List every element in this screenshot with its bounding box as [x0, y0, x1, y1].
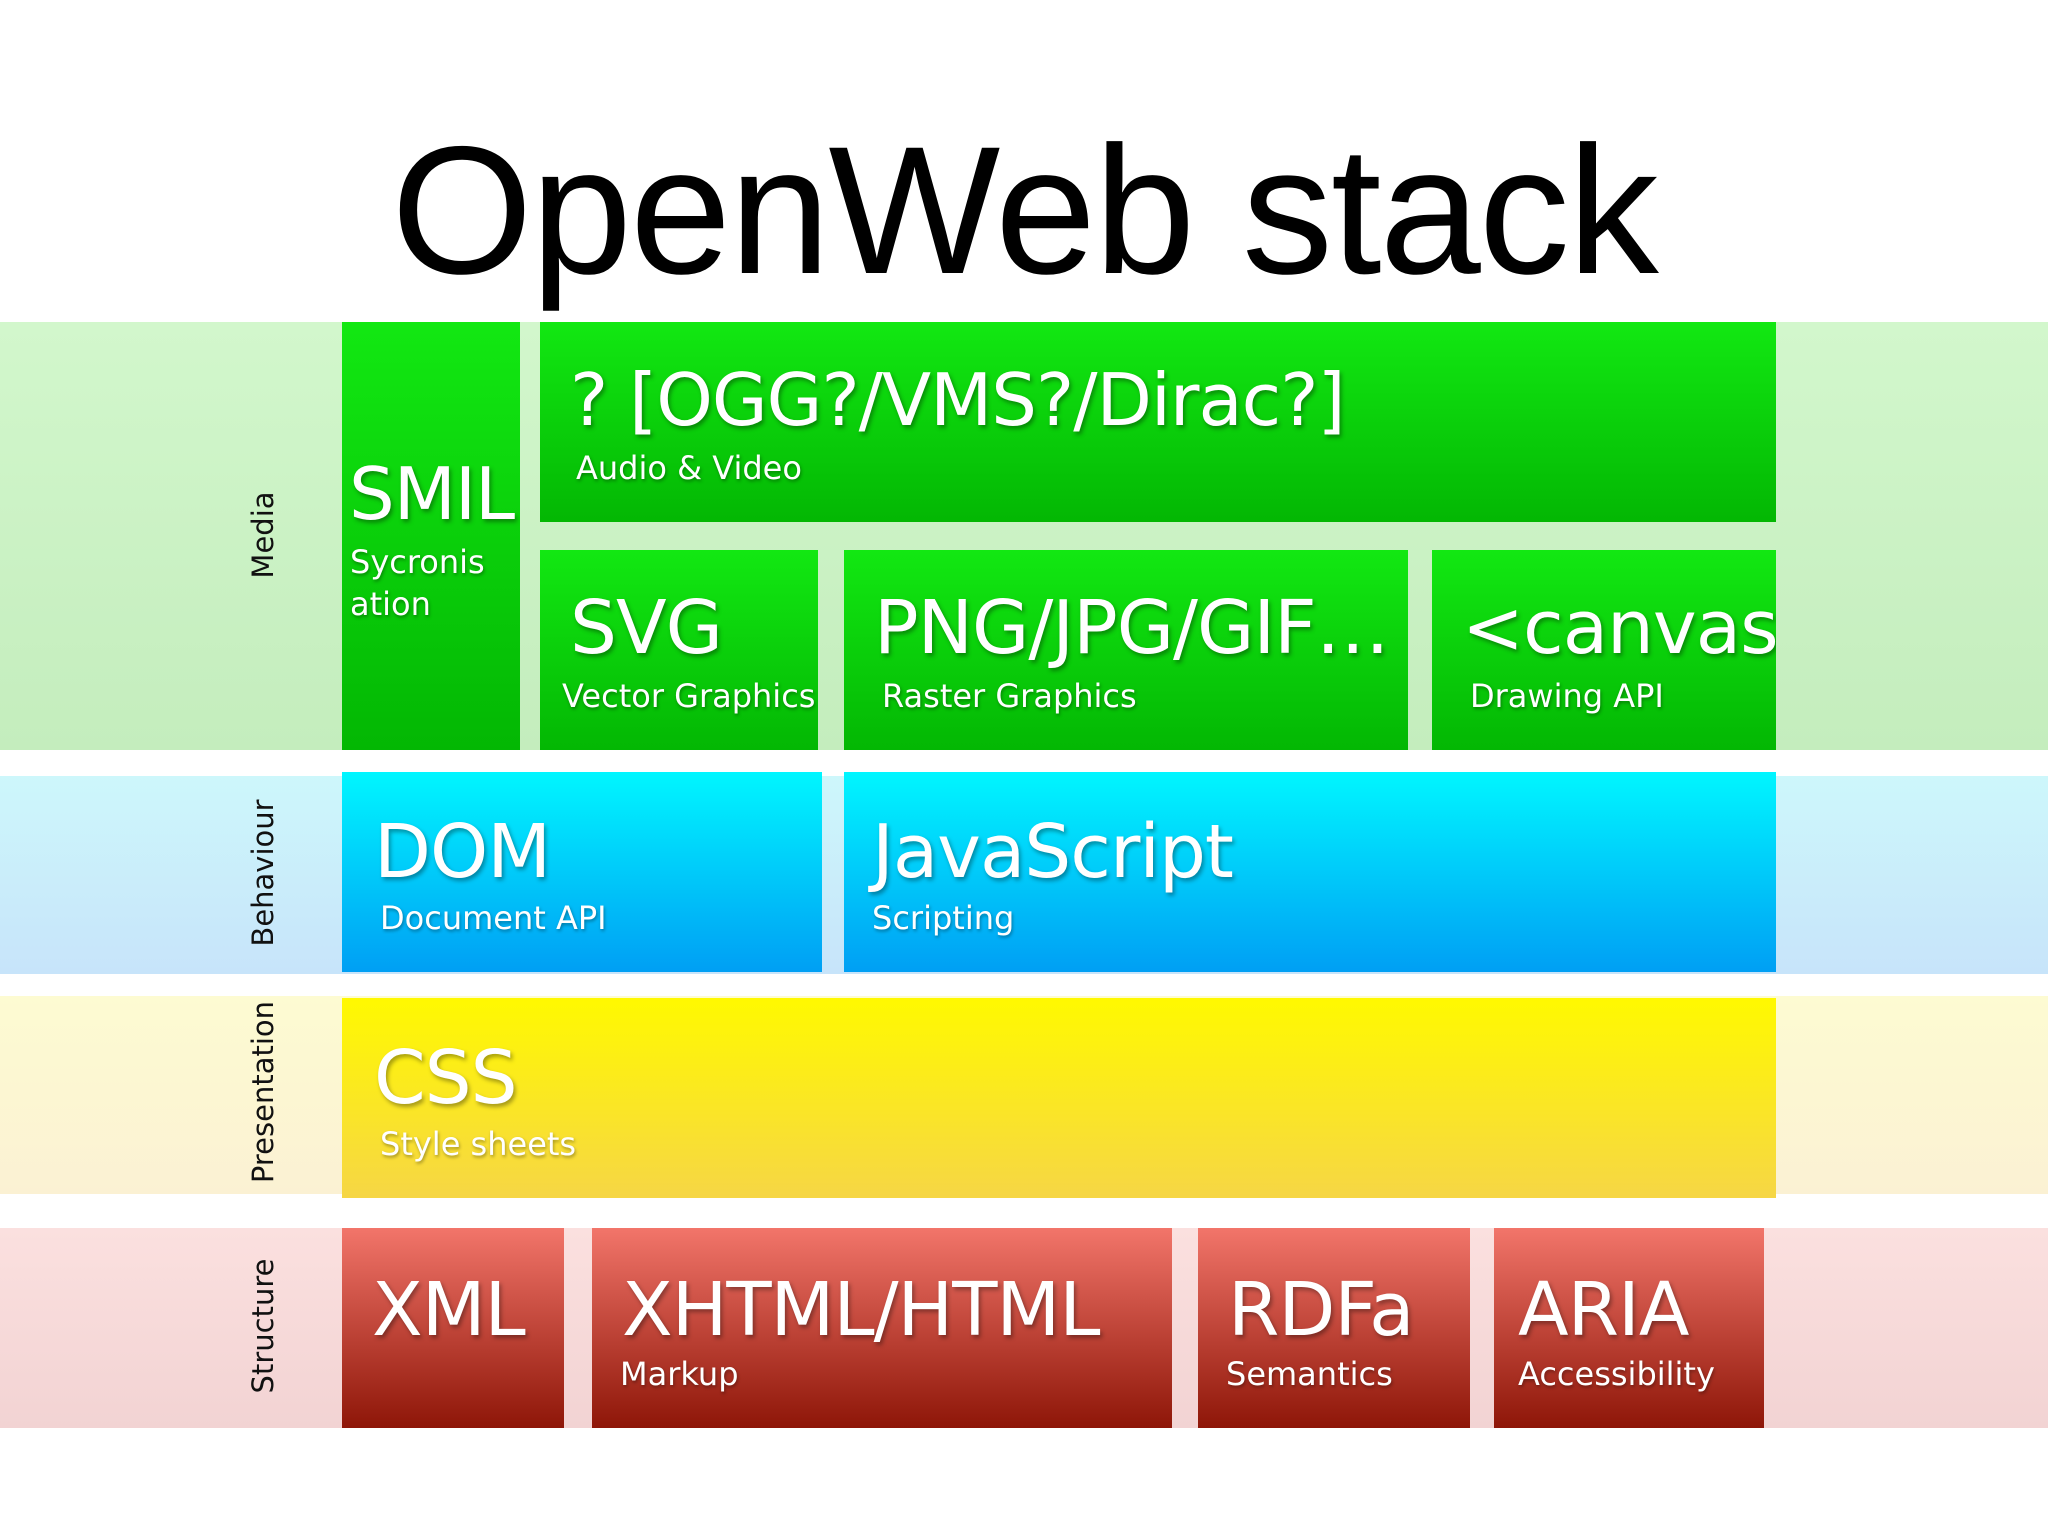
rdfa-box: RDFa Semantics: [1198, 1228, 1470, 1428]
svg-name: SVG: [570, 585, 723, 671]
svg-desc: Vector Graphics: [562, 677, 816, 715]
aria-name: ARIA: [1518, 1267, 1689, 1353]
smil-desc-line1: Sycronis: [350, 543, 485, 581]
xml-name: XML: [372, 1267, 526, 1353]
xml-box: XML: [342, 1228, 564, 1428]
xhtml-box: XHTML/HTML Markup: [592, 1228, 1172, 1428]
xhtml-name: XHTML/HTML: [622, 1267, 1100, 1353]
presentation-layer-label: Presentation: [246, 1000, 280, 1184]
smil-name: SMIL: [349, 452, 515, 536]
canvas-box: <canvas> Drawing API: [1432, 550, 1776, 750]
rdfa-name: RDFa: [1228, 1267, 1415, 1353]
javascript-box: JavaScript Scripting: [844, 772, 1776, 972]
dom-name: DOM: [374, 809, 551, 895]
canvas-desc: Drawing API: [1470, 677, 1664, 715]
raster-desc: Raster Graphics: [882, 677, 1137, 715]
audio-video-name: ? [OGG?/VMS?/Dirac?]: [570, 358, 1346, 442]
raster-name: PNG/JPG/GIF…: [874, 585, 1390, 671]
audio-video-desc: Audio & Video: [576, 449, 802, 487]
media-layer-label: Media: [246, 491, 280, 579]
smil-desc-line2: ation: [350, 585, 431, 623]
smil-box: SMIL Sycronis ation: [342, 322, 520, 750]
structure-layer-label: Structure: [246, 1258, 280, 1394]
dom-box: DOM Document API: [342, 772, 822, 972]
css-desc: Style sheets: [380, 1125, 577, 1163]
raster-box: PNG/JPG/GIF… Raster Graphics: [844, 550, 1408, 750]
rdfa-desc: Semantics: [1226, 1355, 1393, 1393]
canvas-name: <canvas>: [1462, 585, 1776, 671]
dom-desc: Document API: [380, 899, 607, 937]
aria-desc: Accessibility: [1518, 1355, 1715, 1393]
javascript-name: JavaScript: [872, 809, 1234, 895]
behaviour-layer-label: Behaviour: [246, 799, 280, 947]
css-name: CSS: [374, 1035, 518, 1121]
javascript-desc: Scripting: [872, 899, 1015, 937]
slide-title: OpenWeb stack: [391, 108, 1659, 312]
audio-video-box: ? [OGG?/VMS?/Dirac?] Audio & Video: [540, 322, 1776, 522]
svg-box: SVG Vector Graphics: [540, 550, 818, 750]
xhtml-desc: Markup: [620, 1355, 739, 1393]
aria-box: ARIA Accessibility: [1494, 1228, 1764, 1428]
css-box: CSS Style sheets: [342, 998, 1776, 1198]
